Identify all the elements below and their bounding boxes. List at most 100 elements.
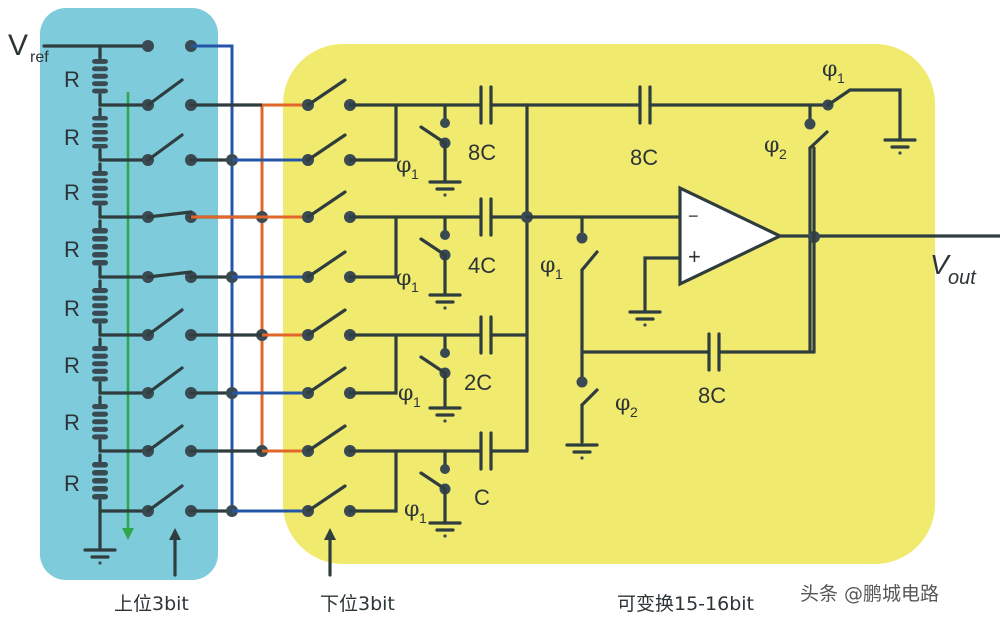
switch-contact — [440, 464, 450, 474]
ground-icon — [443, 419, 447, 423]
cap-label-4c: 4C — [468, 253, 496, 278]
switch-blade — [146, 133, 184, 162]
ground-icon — [443, 306, 447, 310]
cap-label-c: C — [474, 485, 490, 510]
resistor-label: R — [64, 67, 80, 92]
switch-blade — [306, 133, 347, 162]
resistor-icon — [92, 411, 108, 417]
wire — [348, 103, 398, 162]
cap-label-feedback-8c: 8C — [698, 383, 726, 408]
resistor-icon — [92, 478, 108, 484]
resistor-label: R — [64, 410, 80, 435]
resistor-icon — [92, 200, 108, 206]
switch-blade — [146, 308, 184, 337]
resistor-label: R — [64, 125, 80, 150]
vref-sub-label: ref — [30, 49, 49, 66]
wire — [643, 256, 682, 314]
resistor-label: R — [64, 237, 80, 262]
resistor-icon — [92, 310, 108, 316]
ground-icon — [643, 323, 647, 327]
resistor-label: R — [64, 353, 80, 378]
resistor-icon — [92, 88, 108, 94]
resistor-icon — [92, 66, 108, 72]
upper-3bit-annotation: 上位3bit — [114, 593, 189, 615]
phase-subscript: 2 — [779, 146, 787, 162]
phase-label-phi2: φ — [615, 391, 630, 416]
phase-subscript: 2 — [630, 404, 638, 420]
switch-blade — [146, 210, 193, 219]
ground-icon — [98, 561, 102, 565]
ground-icon — [898, 151, 902, 155]
resistor-icon — [92, 462, 108, 468]
resistor-icon — [92, 368, 108, 374]
vref-label: V — [8, 29, 28, 62]
switch-blade — [146, 484, 184, 513]
phase-subscript: 1 — [837, 70, 845, 86]
resistor-icon — [92, 193, 108, 199]
switch-contact — [804, 118, 816, 130]
ground-icon — [443, 534, 447, 538]
resistor-icon — [92, 361, 108, 367]
phase-subscript: 1 — [413, 394, 421, 410]
switch-blade — [146, 366, 184, 395]
switch-blade — [306, 484, 347, 513]
switch-blade — [419, 471, 447, 491]
phase-subscript: 1 — [411, 279, 419, 295]
resistor-icon — [92, 303, 108, 309]
resistor-icon — [92, 470, 108, 476]
ground-icon — [580, 456, 584, 460]
resistor-icon — [92, 346, 108, 352]
resistor-icon — [92, 419, 108, 425]
switch-blade — [306, 250, 347, 279]
green-arrow-head — [122, 528, 134, 540]
switch-blade — [306, 424, 347, 453]
opamp-plus: + — [688, 244, 701, 269]
resistor-icon — [92, 318, 108, 324]
resistor-icon — [92, 404, 108, 410]
switch-blade — [419, 237, 447, 257]
resolution-annotation: 可变换15-16bit — [617, 593, 754, 615]
resistor-icon — [92, 244, 108, 250]
switch-blade — [306, 190, 347, 219]
resistor-icon — [92, 144, 108, 149]
resistor-icon — [92, 288, 108, 294]
resistor-icon — [92, 171, 108, 176]
resistor-icon — [92, 426, 108, 432]
wire — [348, 333, 398, 395]
switch-blade — [826, 88, 852, 107]
resistor-icon — [92, 486, 108, 492]
vout-sub-label: out — [948, 267, 977, 289]
wire — [348, 449, 398, 513]
vout-label: V — [930, 249, 951, 280]
lower-3bit-annotation: 下位3bit — [320, 593, 395, 615]
resistor-icon — [92, 59, 108, 64]
lower-bit-block — [283, 44, 935, 564]
resistor-icon — [92, 123, 108, 128]
cap-label-coupling-8c: 8C — [630, 145, 658, 170]
resistor-icon — [92, 116, 108, 121]
resistor-icon — [92, 137, 108, 142]
switch-blade — [146, 270, 193, 279]
resistor-icon — [92, 434, 108, 440]
cap-label-8c: 8C — [468, 140, 496, 165]
phase-label-phi1: φ — [396, 153, 411, 178]
switch-blade — [580, 250, 599, 272]
cap-label-2c: 2C — [464, 370, 492, 395]
resistor-icon — [92, 295, 108, 301]
switch-blade — [419, 125, 447, 145]
phase-subscript: 1 — [411, 166, 419, 182]
wire — [848, 88, 902, 142]
resistor-icon — [92, 81, 108, 87]
opamp-minus: − — [688, 206, 699, 226]
switch-contact — [576, 376, 588, 388]
switch-blade — [146, 424, 184, 453]
switch-contact — [142, 40, 154, 52]
up-arrow-head — [324, 528, 336, 540]
phase-subscript: 1 — [419, 510, 427, 526]
switch-blade — [580, 388, 599, 407]
ground-icon — [443, 193, 447, 197]
resistor-label: R — [64, 180, 80, 205]
switch-contact — [440, 348, 450, 358]
wire — [348, 215, 398, 279]
